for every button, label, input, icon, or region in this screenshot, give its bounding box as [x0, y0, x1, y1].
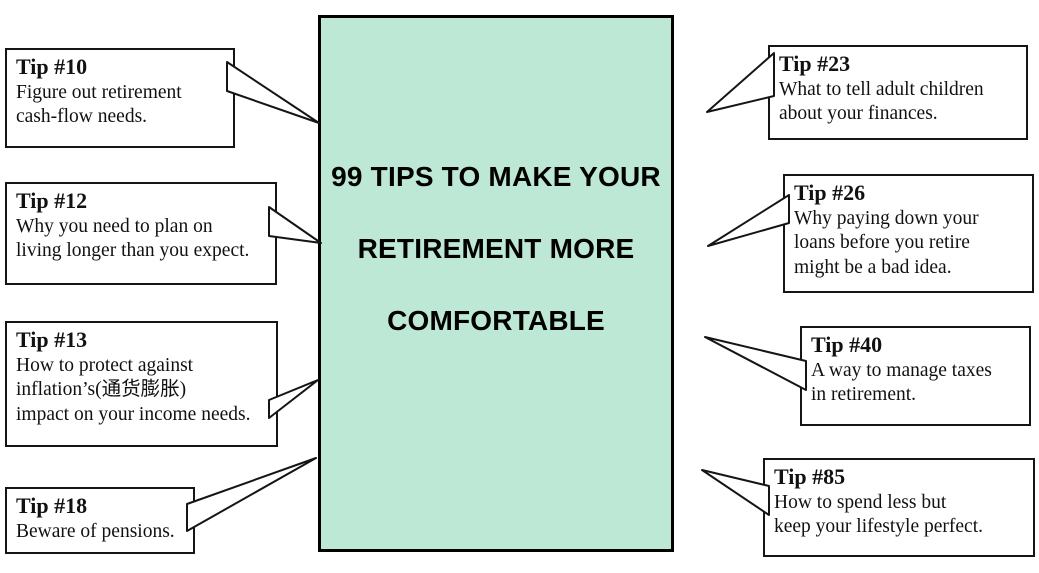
- tip-number: Tip #18: [16, 493, 88, 518]
- title-line-1: 99 TIPS TO MAKE YOUR: [331, 161, 661, 192]
- tip-callout-10: Tip #10 Figure out retirement cash-flow …: [5, 48, 235, 148]
- callout-tail-tip26: [707, 194, 790, 247]
- callout-tail-tip18: [186, 457, 317, 532]
- tip-number: Tip #10: [16, 54, 88, 79]
- title-line-3: COMFORTABLE: [387, 305, 605, 336]
- callout-tail-tip85: [701, 469, 770, 516]
- tip-callout-23: Tip #23 What to tell adult children abou…: [768, 45, 1028, 140]
- tip-callout-85: Tip #85 How to spend less but keep your …: [763, 458, 1035, 557]
- tip-text: What to tell adult children about your f…: [779, 78, 984, 125]
- tip-callout-18: Tip #18 Beware of pensions.: [5, 487, 195, 554]
- tip-number: Tip #40: [811, 332, 883, 357]
- tip-text: Why paying down your loans before you re…: [794, 207, 979, 279]
- tip-text: How to protect against inflation’s(通货膨胀)…: [16, 354, 251, 426]
- tip-text: Figure out retirement cash-flow needs.: [16, 81, 182, 128]
- callout-tail-tip10: [226, 61, 320, 124]
- tip-number: Tip #12: [16, 188, 88, 213]
- callout-tail-tip40: [704, 336, 807, 391]
- center-title-box: 99 TIPS TO MAKE YOUR RETIREMENT MORE COM…: [318, 15, 674, 552]
- tip-callout-13: Tip #13 How to protect against inflation…: [5, 321, 278, 447]
- tip-number: Tip #85: [774, 464, 846, 489]
- callout-tail-tip23: [706, 52, 775, 113]
- tip-callout-26: Tip #26 Why paying down your loans befor…: [783, 174, 1034, 293]
- tip-callout-40: Tip #40 A way to manage taxes in retirem…: [800, 326, 1031, 426]
- title-line-2: RETIREMENT MORE: [357, 233, 635, 264]
- tip-text: Why you need to plan on living longer th…: [16, 215, 250, 262]
- tip-text: A way to manage taxes in retirement.: [811, 359, 992, 406]
- tip-number: Tip #13: [16, 327, 88, 352]
- tip-number: Tip #26: [794, 180, 866, 205]
- tip-number: Tip #23: [779, 51, 851, 76]
- tip-text: How to spend less but keep your lifestyl…: [774, 491, 983, 538]
- tip-callout-12: Tip #12 Why you need to plan on living l…: [5, 182, 277, 285]
- tip-text: Beware of pensions.: [16, 520, 175, 542]
